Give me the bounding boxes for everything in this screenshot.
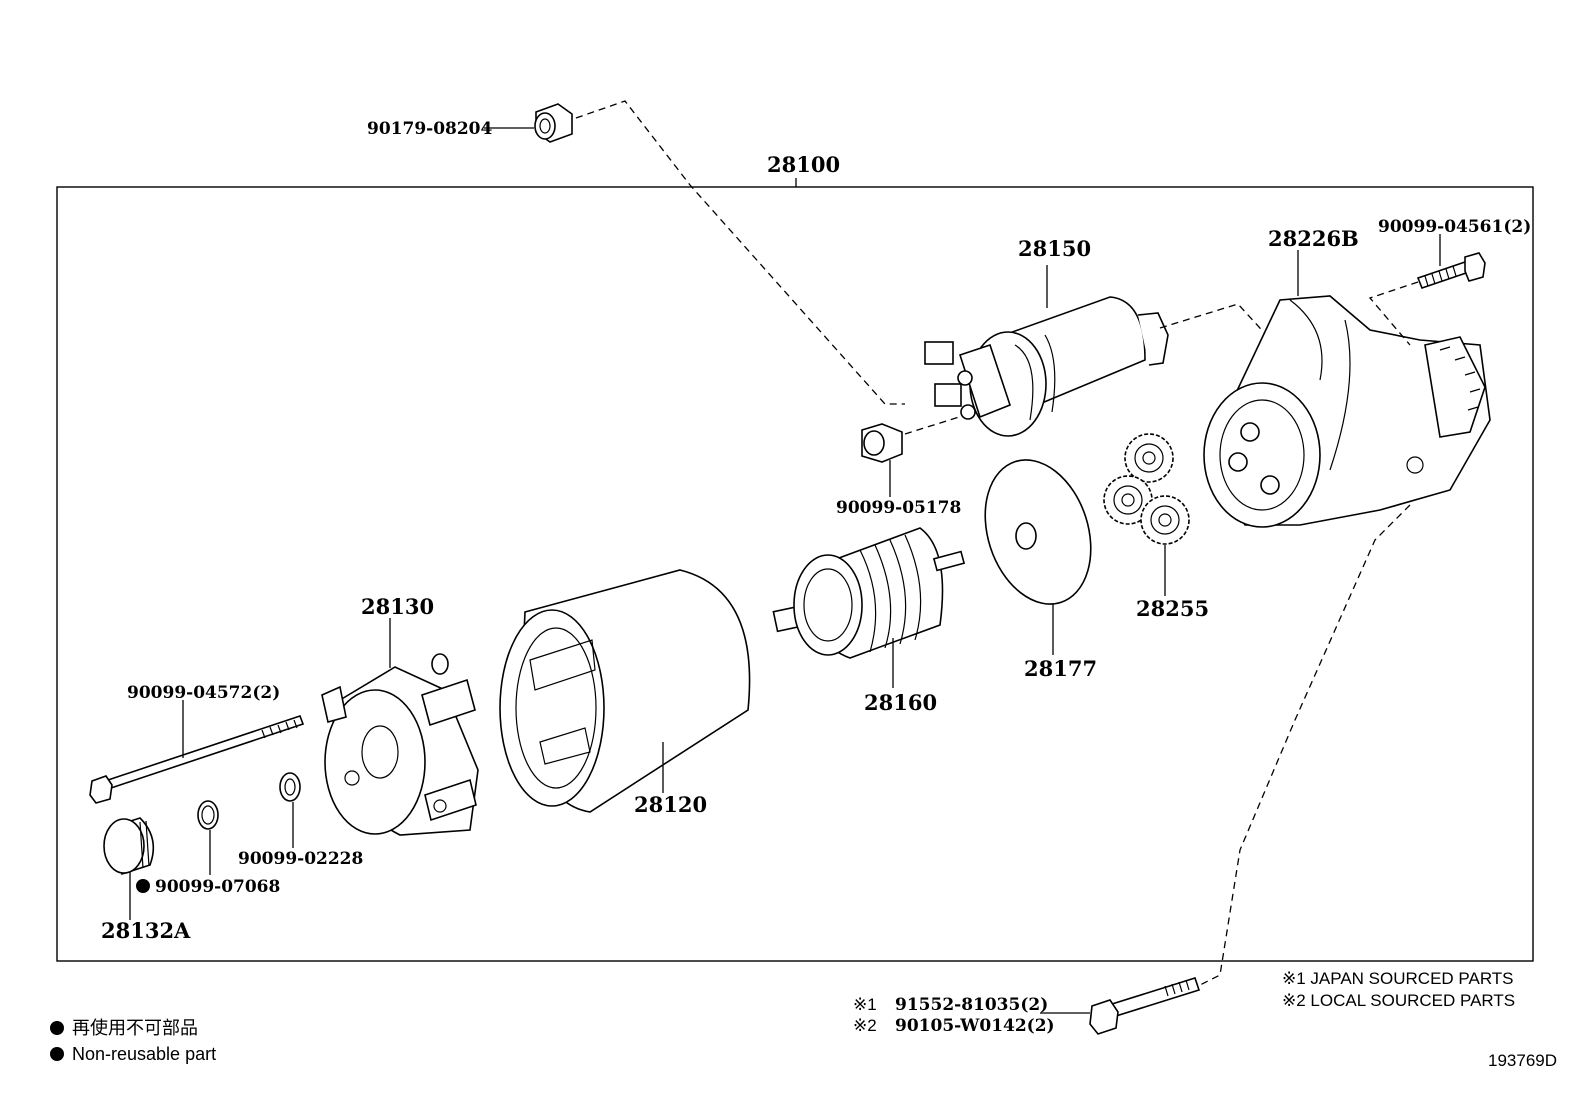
yoke-icon: [499, 569, 751, 813]
label-90099-04561: 90099-04561(2): [1378, 217, 1531, 237]
housing-icon: [1203, 295, 1491, 528]
mounting-bolt-icon: [1089, 977, 1201, 1035]
label-28160: 28160: [864, 690, 937, 715]
label-28120: 28120: [634, 792, 707, 817]
label-28177: 28177: [1024, 656, 1097, 681]
label-28226B: 28226B: [1268, 226, 1359, 251]
label-90099-02228: 90099-02228: [238, 849, 363, 869]
legend-jp: 再使用不可部品: [72, 1018, 198, 1038]
non-reusable-marker-icon: [136, 879, 150, 893]
legend-bullet-en-icon: [50, 1047, 64, 1061]
assembly-frame: [56, 186, 1534, 962]
label-90099-05178: 90099-05178: [836, 498, 961, 518]
bolt-top-right-icon: [1416, 252, 1486, 290]
bolt-line1-prefix: ※1: [853, 995, 877, 1014]
legend-en: Non-reusable part: [72, 1044, 216, 1064]
armature-icon: [772, 527, 966, 659]
nut-top-icon: [534, 103, 573, 143]
label-28130: 28130: [361, 594, 434, 619]
plate-icon: [984, 459, 1092, 605]
label-90099-04572: 90099-04572(2): [127, 683, 280, 703]
through-bolt-icon: [89, 714, 305, 804]
bolt-line1-part: 91552-81035(2): [895, 995, 1048, 1015]
diagram-id: 193769D: [1488, 1051, 1557, 1070]
label-90099-07068: 90099-07068: [155, 877, 280, 897]
note-local-sourced: ※2 LOCAL SOURCED PARTS: [1282, 991, 1515, 1010]
gears-icon: [1103, 433, 1190, 545]
label-90179-08204: 90179-08204: [367, 119, 493, 139]
legend-bullet-jp-icon: [50, 1021, 64, 1035]
label-28255: 28255: [1136, 596, 1209, 621]
solenoid-icon: [924, 296, 1169, 437]
o-ring-icon: [197, 800, 219, 830]
washer-icon: [279, 772, 301, 802]
nut-mid-icon: [861, 423, 903, 463]
assembly-number: 28100: [767, 152, 840, 177]
bolt-line2-part: 90105-W0142(2): [895, 1016, 1055, 1036]
label-28132A: 28132A: [101, 918, 191, 943]
note-japan-sourced: ※1 JAPAN SOURCED PARTS: [1282, 969, 1514, 988]
cap-icon: [103, 817, 155, 876]
bolt-line2-prefix: ※2: [853, 1016, 877, 1035]
brush-holder-icon: [321, 653, 479, 836]
label-28150: 28150: [1018, 236, 1091, 261]
